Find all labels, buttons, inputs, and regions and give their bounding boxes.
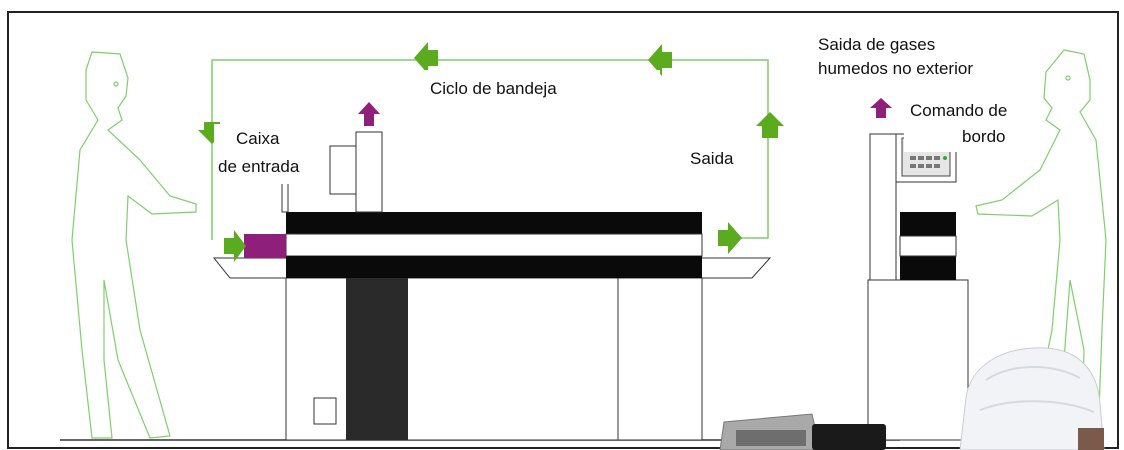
up-arrow-icon <box>870 98 892 118</box>
cycle-label: Ciclo de bandeja <box>430 79 557 98</box>
control-cabinet <box>867 133 969 441</box>
tray-cycle-loop <box>211 59 769 240</box>
scanner-device <box>719 413 886 450</box>
flow-arrows <box>198 42 784 262</box>
up-arrow-icon <box>358 102 380 126</box>
arrow-right-icon <box>718 222 742 254</box>
access-hatch <box>313 397 337 425</box>
gases-label-line1: Saida de gases <box>818 35 935 54</box>
exhaust-arrows <box>358 98 892 126</box>
worker-cap-photo <box>959 347 1105 450</box>
gases-label-line2: humedos no exterior <box>818 59 973 78</box>
outlet-label: Saida <box>690 149 734 168</box>
arrow-up-icon <box>756 112 784 138</box>
inlet-box <box>244 234 286 258</box>
control-label-line2: bordo <box>962 127 1005 146</box>
left-worker-icon <box>71 51 197 439</box>
tray-belt <box>285 212 703 278</box>
inlet-label-line1: Caixa <box>236 129 280 148</box>
inlet-chimney <box>281 131 383 213</box>
inlet-label-line2: de entrada <box>218 157 300 176</box>
machine-column <box>346 278 408 440</box>
arrow-left-icon <box>414 42 438 74</box>
diagram-labels: Ciclo de bandeja Caixa de entrada Saida … <box>214 28 1034 184</box>
oven-machine <box>212 257 772 441</box>
arrow-left-icon <box>648 44 672 76</box>
arrow-right-icon <box>224 230 246 262</box>
control-label-line1: Comando de <box>910 101 1007 120</box>
